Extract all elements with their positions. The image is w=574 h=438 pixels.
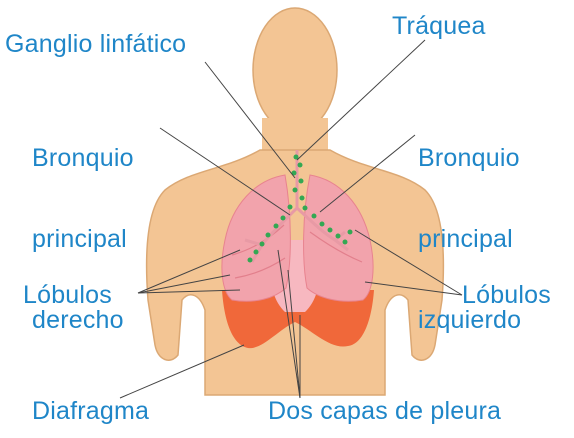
label-line: principal: [32, 225, 127, 253]
label-line: Bronquio: [418, 144, 520, 172]
label-dos-capas-de-pleura: Dos capas de pleura: [268, 397, 502, 425]
label-line: izquierdo: [418, 306, 522, 334]
label-line: Bronquio: [32, 144, 134, 172]
label-line: derecho: [32, 306, 124, 334]
body-silhouette: [145, 7, 445, 396]
label-lobulos-left: Lóbulos: [23, 281, 112, 309]
label-traquea: Tráquea: [392, 12, 486, 40]
label-diafragma: Diafragma: [32, 397, 150, 425]
label-line: principal: [418, 225, 513, 253]
leader-lines: [119, 39, 463, 399]
label-bronquio-principal-izquierdo: Bronquio principal izquierdo: [418, 91, 521, 388]
label-ganglio-linfatico: Ganglio linfático: [5, 30, 187, 58]
lymph-nodes: [247, 154, 353, 263]
diaphragm-shape: [222, 290, 374, 349]
label-lobulos-right: Lóbulos: [462, 281, 551, 309]
right-lung: [221, 174, 291, 302]
label-bronquio-principal-derecho: Bronquio principal derecho: [32, 91, 134, 388]
